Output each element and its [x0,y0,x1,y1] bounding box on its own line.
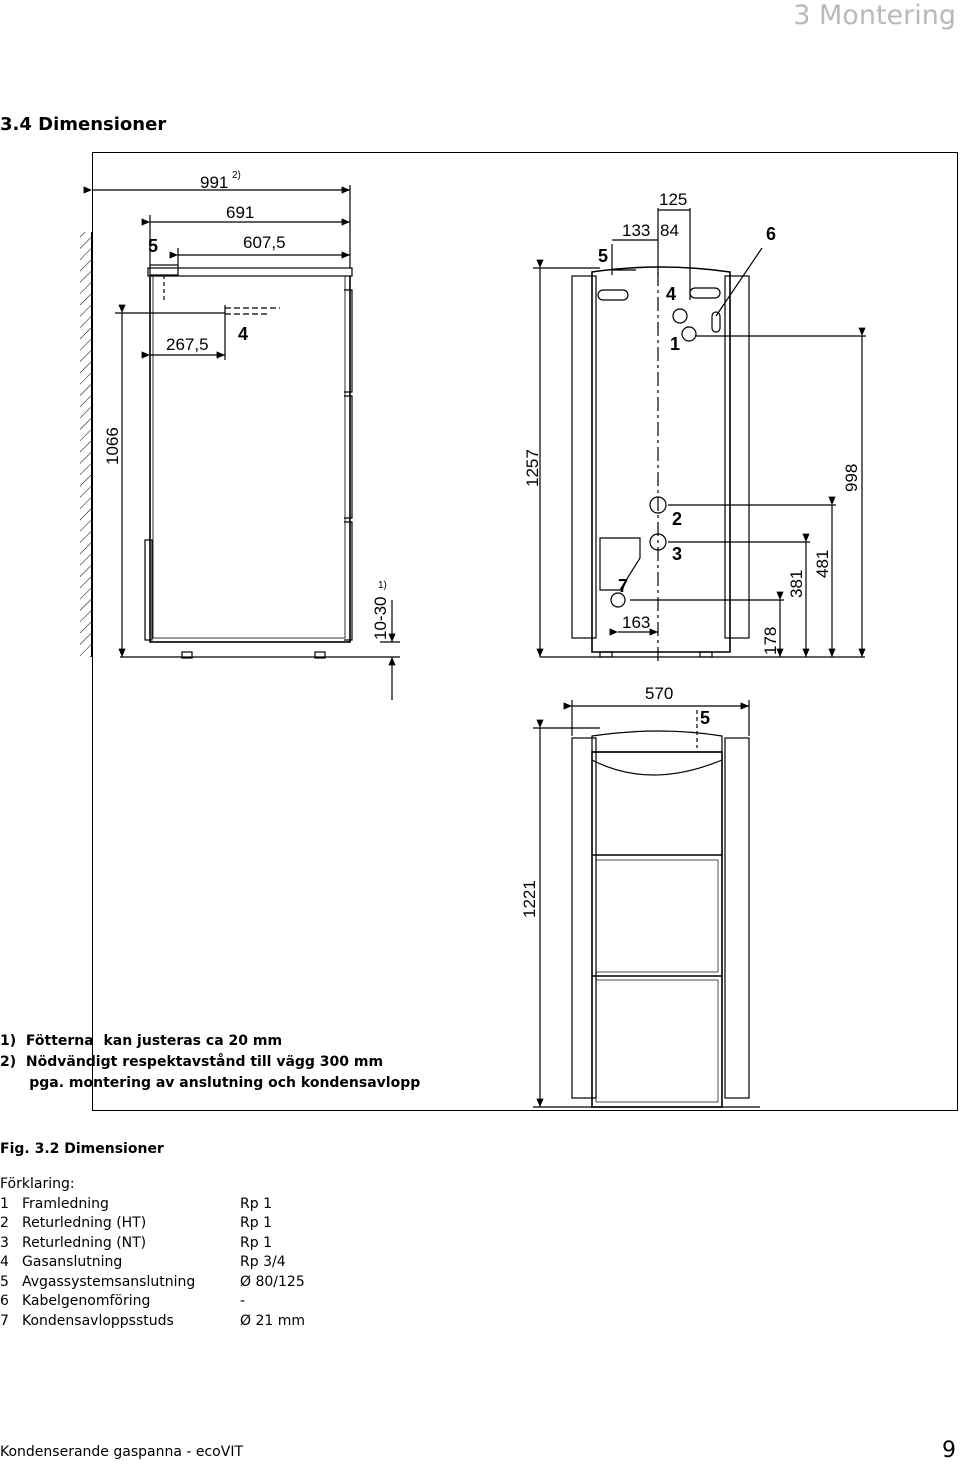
dimension-label: 5 [700,708,710,728]
chapter-title: 3 Montering [793,0,956,31]
legend-name: Returledning (HT) [22,1215,147,1231]
legend-spec: Rp 3/4 [240,1254,286,1270]
dim-991: 991 [200,173,228,192]
dimension-label: 381 [787,570,806,598]
dimension-label: 691 [226,203,254,222]
dimension-label: 5 [598,246,608,266]
dimension-label: 2) [232,170,241,181]
dimension-label: 4 [666,284,676,304]
page-number: 9 [942,1438,956,1463]
dimension-label: 10-30 [371,597,390,640]
legend-name: Gasanslutning [22,1254,123,1270]
legend-row: 2 Returledning (HT) Rp 1 [0,1214,272,1234]
legend-num: 2 [0,1215,9,1231]
legend-num: 1 [0,1195,9,1212]
legend-name: Avgassystemsanslutning [22,1273,196,1290]
front-view-labels: 570 5 1221 [520,684,710,918]
section-title: 3.4 Dimensioner [0,114,167,135]
dimension-label: 4 [238,324,248,344]
dimension-label: 607,5 [243,233,286,252]
legend-num: 6 [0,1293,9,1309]
dimension-label: 133 [622,221,650,240]
footer-product: Kondenserande gaspanna - ecoVIT [0,1444,243,1460]
legend-num: 4 [0,1254,9,1270]
legend-spec: Rp 1 [240,1215,272,1231]
dimension-label: 1257 [523,449,542,487]
dimension-label: 1) [378,580,387,591]
legend-row: 3 Returledning (NT) Rp 1 [0,1234,272,1254]
rear-view [533,208,866,665]
dimension-label: 125 [659,190,687,209]
legend-row: 7 Kondensavloppsstuds Ø 21 mm [0,1312,305,1332]
figure-caption: Fig. 3.2 Dimensioner [0,1141,164,1157]
footnote-2: 2) Nödvändigt respektavstånd till vägg 3… [0,1054,384,1070]
legend-num: 5 [0,1273,9,1290]
dimension-label: 998 [842,464,861,492]
dimension-label: 7 [618,576,628,596]
dimension-label: 1066 [103,427,122,465]
legend-row: 4 Gasanslutning Rp 3/4 [0,1253,286,1273]
footnote-2-cont: pga. montering av anslutning och kondens… [0,1075,421,1091]
front-view [533,700,760,1108]
dimension-label: 570 [645,684,673,703]
dimension-label: 178 [761,627,780,655]
legend-spec: - [240,1293,246,1309]
legend-name: Kabelgenomföring [22,1293,151,1309]
legend-spec: Rp 1 [240,1234,272,1251]
dimension-label: 163 [622,613,650,632]
dimension-label: 1221 [520,880,539,918]
legend-row: 1 Framledning Rp 1 [0,1195,272,1215]
dimension-label: 84 [660,221,679,240]
legend-spec: Ø 21 mm [240,1312,306,1329]
side-view [80,185,400,700]
legend-name: Returledning (NT) [22,1234,147,1251]
dimension-label: 481 [813,550,832,578]
legend-row: 6 Kabelgenomföring - [0,1292,245,1312]
dimension-label: 267,5 [166,335,209,354]
footnotes: 1) Fötterna kan justeras ca 20 mm 2) Nöd… [0,1031,420,1094]
legend-name: Framledning [22,1195,109,1212]
dimension-label: 3 [672,544,682,564]
dimension-label: 5 [148,236,158,256]
legend-num: 3 [0,1234,9,1251]
footnote-1: 1) Fötterna kan justeras ca 20 mm [0,1033,283,1049]
legend-spec: Rp 1 [240,1195,272,1212]
dimension-label: 1 [670,334,680,354]
dimension-label: 6 [766,224,776,244]
rear-view-labels: 125 133 84 5 6 4 1 2 3 7 163 1257 998 48… [523,190,861,655]
legend-name: Kondensavloppsstuds [22,1312,174,1329]
side-view-labels: 991 2) 691 607,5 5 267,5 4 1066 10-30 1) [103,170,390,640]
legend-row: 5 Avgassystemsanslutning Ø 80/125 [0,1273,305,1293]
legend-spec: Ø 80/125 [240,1273,305,1290]
dimension-label: 2 [672,509,682,529]
legend-heading: Förklaring: [0,1176,75,1192]
legend-num: 7 [0,1312,9,1329]
